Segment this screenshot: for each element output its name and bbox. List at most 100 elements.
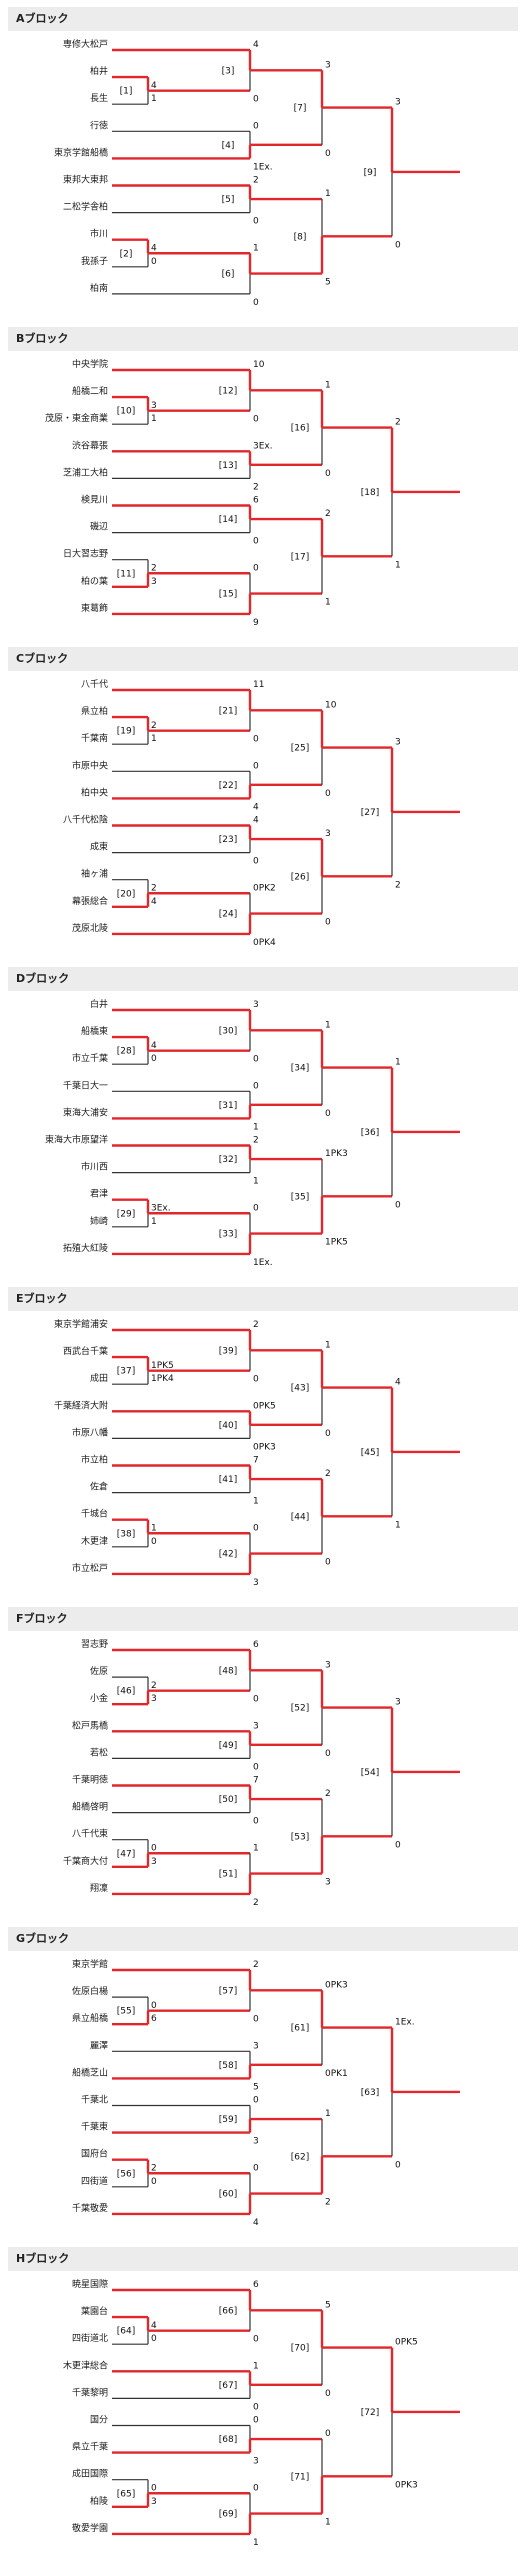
- score: 0: [253, 1055, 259, 1065]
- score: 0: [253, 2402, 259, 2412]
- score: 4: [253, 802, 259, 812]
- team-name: 千葉東: [81, 2121, 108, 2133]
- match-number: [35]: [291, 1192, 309, 1202]
- match-number: [61]: [291, 2024, 309, 2034]
- score: 0: [395, 240, 401, 250]
- score: 0: [253, 1817, 259, 1827]
- score: 3: [151, 2497, 157, 2507]
- score: 0: [151, 1844, 157, 1854]
- match-number: [54]: [361, 1768, 379, 1778]
- match-number: [49]: [219, 1741, 237, 1751]
- score: 1: [253, 1122, 259, 1132]
- score: 2: [151, 564, 157, 574]
- team-name: 長生: [90, 92, 108, 104]
- score: 3: [151, 577, 157, 587]
- team-name: 木更津総合: [63, 2359, 108, 2371]
- score: 3Ex.: [151, 1204, 171, 1214]
- team-name: 柏の葉: [81, 575, 108, 587]
- team-name: 東京学館: [72, 1958, 108, 1970]
- match-number: [36]: [361, 1128, 379, 1138]
- match-number: [44]: [291, 1512, 309, 1522]
- match-number: [23]: [219, 835, 237, 845]
- score: 3: [253, 2041, 259, 2051]
- score: 1PK3: [325, 1149, 348, 1159]
- score: 1PK5: [151, 1361, 174, 1371]
- score: 2: [253, 1136, 259, 1146]
- score: 3: [151, 401, 157, 411]
- team-name: 二松学舎柏: [63, 201, 108, 213]
- team-name: 若松: [90, 1746, 108, 1758]
- score: 3: [151, 1857, 157, 1867]
- score: 0: [325, 918, 331, 928]
- team-name: 習志野: [81, 1638, 108, 1650]
- score: 0: [325, 2429, 331, 2439]
- team-name: 市原中央: [72, 759, 108, 771]
- score: 2: [325, 1469, 331, 1479]
- team-name: 松戸馬橋: [72, 1719, 108, 1731]
- score: 6: [253, 1640, 259, 1650]
- score: 3: [395, 98, 401, 108]
- score: 4: [395, 1378, 401, 1388]
- score: 3: [151, 1694, 157, 1704]
- match-number: [41]: [219, 1475, 237, 1485]
- score: 0: [253, 121, 259, 131]
- block-title: Fブロック: [8, 1607, 518, 1631]
- score: 1: [325, 2109, 331, 2119]
- score: 7: [253, 1456, 259, 1466]
- team-name: 中央学院: [72, 358, 108, 370]
- team-name: 西武台千葉: [63, 1345, 108, 1357]
- team-name: 小金: [90, 1692, 108, 1704]
- match-number: [5]: [222, 195, 235, 205]
- score: 3: [325, 1878, 331, 1888]
- score: 0: [253, 735, 259, 745]
- score: 2: [151, 1681, 157, 1691]
- score: 2: [395, 880, 401, 890]
- match-number: [11]: [117, 569, 135, 579]
- team-name: 船橋東: [81, 1025, 108, 1037]
- team-name: 県立柏: [81, 705, 108, 717]
- match-number: [62]: [291, 2152, 309, 2162]
- score: 3Ex.: [253, 441, 273, 451]
- score: 0PK5: [253, 1401, 276, 1411]
- team-name: 葉園台: [81, 2305, 108, 2317]
- team-name: 東葛飾: [81, 602, 108, 614]
- team-name: 麗澤: [90, 2040, 108, 2051]
- score: 1: [325, 1340, 331, 1350]
- team-name: 渋谷幕張: [72, 439, 108, 451]
- score: 4: [253, 2218, 259, 2228]
- score: 3: [253, 1578, 259, 1588]
- score: 0: [253, 2163, 259, 2173]
- score: 0: [253, 857, 259, 867]
- team-name: 八千代松陰: [63, 814, 108, 826]
- match-number: [42]: [219, 1550, 237, 1560]
- team-name: 我孫子: [81, 255, 108, 267]
- score: 2: [395, 418, 401, 428]
- team-name: 芝浦工大柏: [63, 466, 108, 478]
- team-name: 成田国際: [72, 2468, 108, 2480]
- team-name: 市立千葉: [72, 1052, 108, 1064]
- bracket-block: Eブロック東京学館浦安西武台千葉成田千葉経済大附市原八幡市立柏佐倉千城台木更津市…: [0, 1287, 526, 1607]
- team-name: 茂原・東金商業: [45, 412, 108, 424]
- team-name: 国分: [90, 2415, 108, 2426]
- score: 1: [325, 1020, 331, 1030]
- score: 1: [395, 1058, 401, 1068]
- score: 0: [395, 1840, 401, 1850]
- match-number: [65]: [117, 2489, 135, 2499]
- match-number: [68]: [219, 2435, 237, 2445]
- block-title: Bブロック: [8, 327, 518, 351]
- score: 0: [253, 2335, 259, 2345]
- match-number: [26]: [291, 872, 309, 882]
- match-number: [1]: [120, 87, 133, 97]
- score: 0: [151, 2177, 157, 2187]
- score: 2: [325, 2198, 331, 2208]
- match-number: [67]: [219, 2381, 237, 2391]
- score: 1Ex.: [253, 1258, 273, 1268]
- team-name: 東京学館浦安: [54, 1318, 108, 1330]
- score: 0: [253, 761, 259, 771]
- score: 1PK5: [325, 1238, 348, 1248]
- match-number: [13]: [219, 461, 237, 471]
- score: 0: [325, 1558, 331, 1568]
- score: 2: [253, 1960, 259, 1970]
- block-title: Dブロック: [8, 967, 518, 991]
- match-number: [43]: [291, 1384, 309, 1394]
